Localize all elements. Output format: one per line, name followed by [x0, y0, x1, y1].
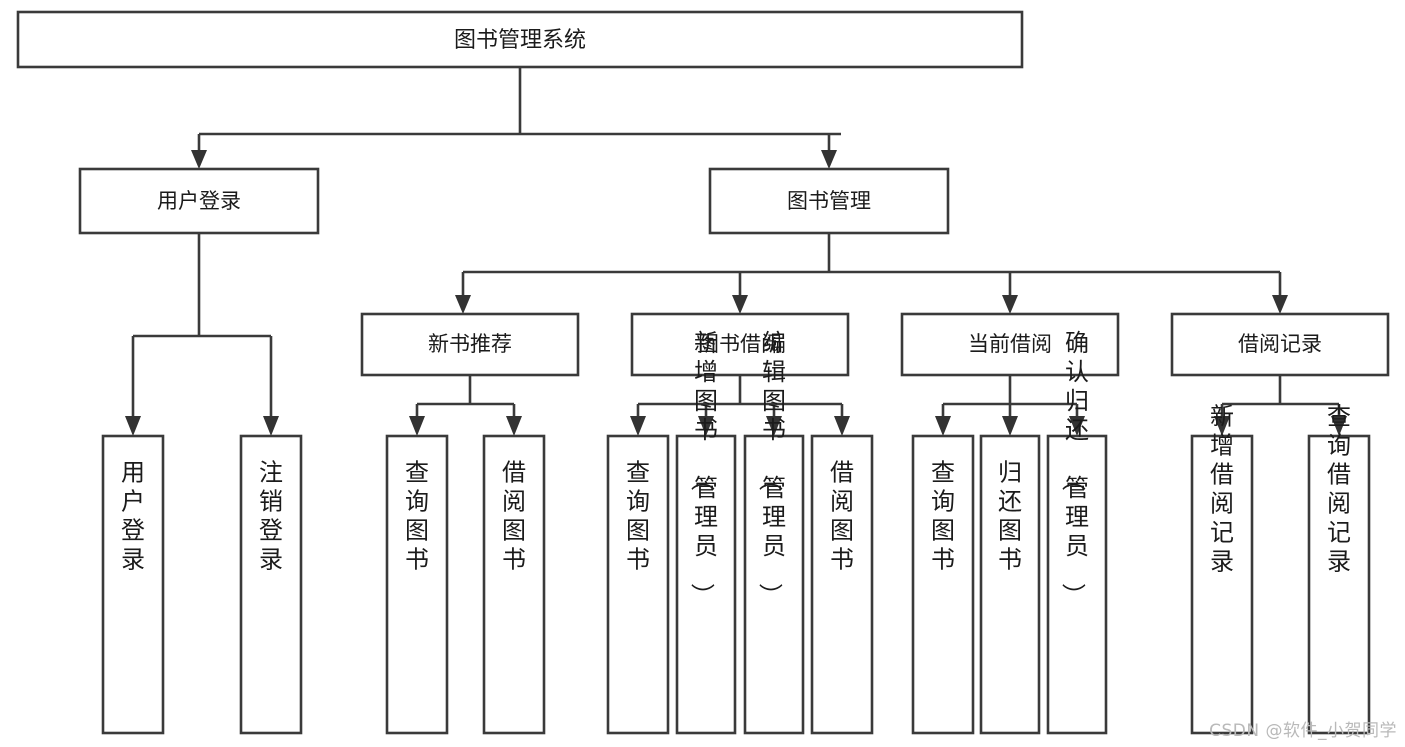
arrow-head-new-book-recommend [455, 295, 471, 314]
leaf-user-login-box[interactable] [101, 434, 165, 735]
leaf-add-book[interactable]: 新增图书（管理员） [675, 329, 737, 735]
arrow-head-leaf-logout [263, 416, 279, 436]
leaf-borrow-book-1[interactable]: 借阅图书 [482, 434, 546, 735]
node-current-borrow-label: 当前借阅 [968, 332, 1052, 356]
leaf-borrow-book-1-label: 借阅图书 [502, 459, 526, 574]
leaf-edit-book-box[interactable] [743, 434, 805, 735]
arrow-head-leaf-borrow-book-1 [506, 416, 522, 436]
leaf-confirm-return-label: 确认归还（管理员） [1059, 329, 1089, 607]
leaf-add-record[interactable]: 新增借阅记录 [1190, 403, 1254, 735]
node-current-borrow[interactable]: 当前借阅 [900, 312, 1120, 377]
leaf-edit-book[interactable]: 编辑图书（管理员） [743, 329, 805, 735]
node-root-label: 图书管理系统 [454, 28, 586, 53]
leaf-confirm-return-box[interactable] [1046, 434, 1108, 735]
node-root[interactable]: 图书管理系统 [16, 10, 1024, 69]
watermark-text: CSDN @软件_小贺同学 [1209, 721, 1397, 741]
node-new-book-recommend-label: 新书推荐 [428, 332, 512, 356]
node-user-login-label: 用户登录 [157, 189, 241, 213]
leaf-query-book-2[interactable]: 查询图书 [606, 434, 670, 735]
arrow-head-leaf-add-record [1214, 416, 1230, 436]
leaf-confirm-return[interactable]: 确认归还（管理员） [1046, 329, 1108, 735]
leaf-query-record-box[interactable] [1307, 434, 1371, 735]
connector-group-root [191, 67, 841, 169]
leaf-return-book-label: 归还图书 [998, 459, 1022, 574]
arrow-head-book-manage [821, 150, 837, 169]
node-root-box[interactable] [16, 10, 1024, 69]
node-borrow-record-box[interactable] [1170, 312, 1390, 377]
arrow-head-leaf-add-book [698, 416, 714, 436]
node-book-manage-box[interactable] [708, 167, 950, 235]
leaf-add-record-label: 新增借阅记录 [1210, 403, 1234, 576]
leaf-query-book-3-box[interactable] [911, 434, 975, 735]
leaf-query-book-3[interactable]: 查询图书 [911, 434, 975, 735]
node-book-manage-label: 图书管理 [787, 189, 871, 213]
node-borrow-record[interactable]: 借阅记录 [1170, 312, 1390, 377]
leaf-edit-book-label: 编辑图书（管理员） [756, 329, 786, 607]
leaf-user-login[interactable]: 用户登录 [101, 434, 165, 735]
connector-group-borrow-record [1214, 375, 1347, 436]
leaf-logout[interactable]: 注销登录 [239, 434, 303, 735]
leaf-query-record-label: 查询借阅记录 [1327, 403, 1351, 576]
node-book-borrow[interactable]: 图书借阅 [630, 312, 850, 377]
leaf-borrow-book-1-box[interactable] [482, 434, 546, 735]
node-new-book-recommend-box[interactable] [360, 312, 580, 377]
leaf-return-book-box[interactable] [979, 434, 1041, 735]
arrow-head-leaf-query-record [1331, 416, 1347, 436]
connector-group-book-manage [455, 233, 1288, 314]
arrow-head-leaf-query-book-1 [409, 416, 425, 436]
node-user-login-box[interactable] [78, 167, 320, 235]
connector-group-book-borrow [630, 375, 850, 436]
node-user-login[interactable]: 用户登录 [78, 167, 320, 235]
leaf-logout-box[interactable] [239, 434, 303, 735]
arrow-head-borrow-record [1272, 295, 1288, 314]
arrow-head-leaf-query-book-3 [935, 416, 951, 436]
arrow-head-leaf-user-login [125, 416, 141, 436]
leaf-query-book-1-box[interactable] [385, 434, 449, 735]
arrow-head-leaf-query-book-2 [630, 416, 646, 436]
leaf-add-book-label: 新增图书（管理员） [688, 329, 718, 607]
leaf-query-record[interactable]: 查询借阅记录 [1307, 403, 1371, 735]
arrow-head-leaf-borrow-book-2 [834, 416, 850, 436]
leaf-query-book-1[interactable]: 查询图书 [385, 434, 449, 735]
arrow-head-leaf-edit-book [766, 416, 782, 436]
node-book-borrow-box[interactable] [630, 312, 850, 377]
leaf-logout-label: 注销登录 [259, 459, 283, 574]
leaf-query-book-2-box[interactable] [606, 434, 670, 735]
node-borrow-record-label: 借阅记录 [1238, 332, 1322, 356]
node-current-borrow-box[interactable] [900, 312, 1120, 377]
leaf-borrow-book-2-label: 借阅图书 [830, 459, 854, 574]
leaf-query-book-3-label: 查询图书 [931, 459, 955, 574]
connector-group-user-login [125, 233, 279, 436]
arrow-head-current-borrow [1002, 295, 1018, 314]
node-new-book-recommend[interactable]: 新书推荐 [360, 312, 580, 377]
node-book-borrow-label: 图书借阅 [698, 332, 782, 356]
leaf-add-book-box[interactable] [675, 434, 737, 735]
leaf-borrow-book-2-box[interactable] [810, 434, 874, 735]
leaf-return-book[interactable]: 归还图书 [979, 434, 1041, 735]
leaf-query-book-2-label: 查询图书 [626, 459, 650, 574]
arrow-head-user-login [191, 150, 207, 169]
arrow-head-leaf-confirm-return [1069, 416, 1085, 436]
node-book-manage[interactable]: 图书管理 [708, 167, 950, 235]
arrow-head-leaf-return-book [1002, 416, 1018, 436]
leaf-borrow-book-2[interactable]: 借阅图书 [810, 434, 874, 735]
arrow-head-book-borrow [732, 295, 748, 314]
leaf-user-login-label: 用户登录 [121, 459, 145, 574]
leaf-add-record-box[interactable] [1190, 434, 1254, 735]
connector-group-current-borrow [935, 375, 1085, 436]
leaf-query-book-1-label: 查询图书 [405, 459, 429, 574]
connector-group-new-book-recommend [409, 375, 522, 436]
